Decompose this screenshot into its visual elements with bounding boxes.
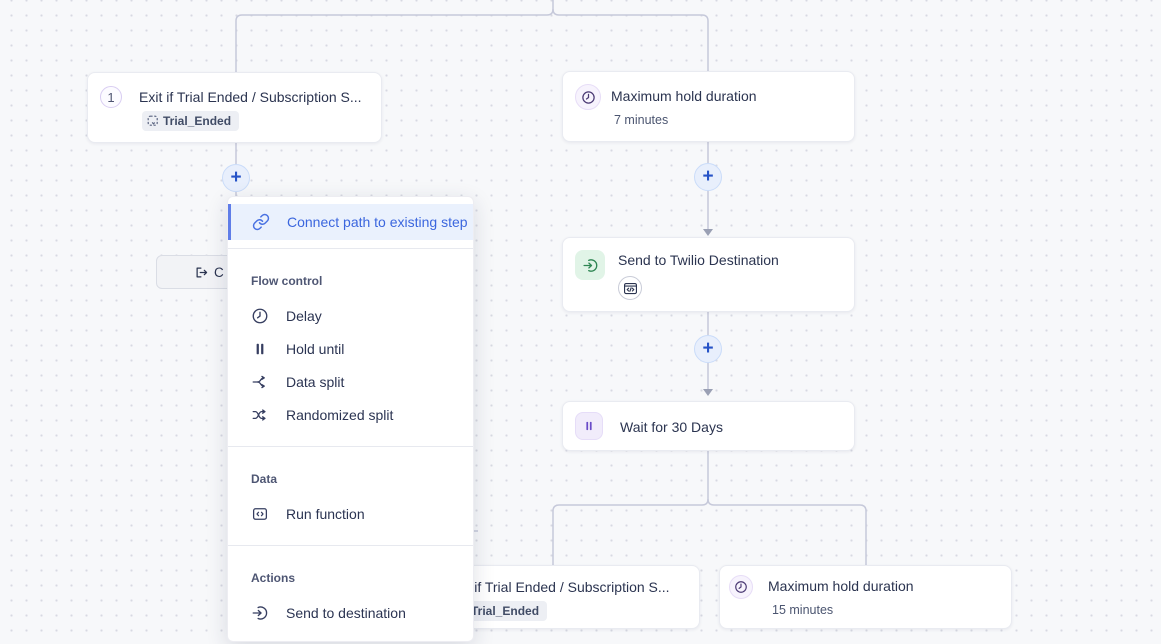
menu-item-label: Data split [286,373,345,390]
node-title: Maximum hold duration [611,88,757,104]
audience-tag: Trial_Ended [450,601,548,621]
node-max-hold-duration-top[interactable]: Maximum hold duration 7 minutes [562,71,855,142]
menu-item-label: Connect path to existing step [287,214,468,230]
clock-icon [251,307,269,325]
menu-section-actions: Actions [251,571,296,585]
tag-label: Trial_Ended [163,114,232,128]
audience-tag: Trial_Ended [142,111,240,131]
menu-item-label: Send to destination [286,604,406,621]
node-max-hold-duration-bottom[interactable]: Maximum hold duration 15 minutes [719,565,1012,629]
menu-item-connect-path[interactable]: Connect path to existing step [228,204,473,240]
menu-section-data: Data [251,472,278,486]
partial-exit-step-button[interactable]: C [156,255,238,289]
add-step-button-right-bottom[interactable]: + [694,335,722,363]
menu-divider [228,248,473,249]
step-number-badge: 1 [100,86,122,108]
link-icon [252,213,270,231]
node-title: Maximum hold duration [768,578,914,594]
menu-item-data-split[interactable]: Data split [228,365,473,398]
node-title: Exit if Trial Ended / Subscription S... [447,579,670,595]
pause-icon [251,340,269,358]
menu-item-run-function[interactable]: Run function [228,497,473,530]
node-subtitle: 7 minutes [614,113,669,127]
shuffle-icon [251,406,269,424]
node-title: Send to Twilio Destination [618,252,779,268]
menu-section-flow-control: Flow control [251,274,323,288]
code-window-icon [618,276,642,300]
data-split-icon [251,373,269,391]
add-step-menu: Connect path to existing step Flow contr… [227,196,474,642]
node-wait-for-30-days[interactable]: Wait for 30 Days [562,401,855,451]
add-step-button-right-top[interactable]: + [694,163,722,191]
node-send-to-twilio-destination[interactable]: Send to Twilio Destination [562,237,855,312]
menu-item-randomized-split[interactable]: Randomized split [228,398,473,431]
menu-divider [228,446,473,447]
menu-item-label: Run function [286,505,365,522]
exit-icon [194,265,209,280]
pause-icon [575,412,603,440]
menu-item-label: Hold until [286,340,345,357]
node-subtitle: 15 minutes [772,603,834,617]
add-step-button-left[interactable]: + [222,164,250,192]
send-to-destination-icon [575,250,605,280]
node-title: Exit if Trial Ended / Subscription S... [139,89,362,105]
clock-icon [575,84,601,110]
clock-icon [729,575,753,599]
node-exit-trial-ended-top[interactable]: 1 Exit if Trial Ended / Subscription S..… [87,72,382,143]
menu-item-hold-until[interactable]: Hold until [228,332,473,365]
menu-item-delay[interactable]: Delay [228,299,473,332]
audience-icon [147,115,159,127]
menu-divider [228,545,473,546]
partial-button-label: C [214,264,224,280]
tag-label: Trial_Ended [471,604,540,618]
menu-item-label: Randomized split [286,406,394,423]
menu-item-send-to-destination[interactable]: Send to destination [228,596,473,629]
menu-item-label: Delay [286,307,322,324]
node-title: Wait for 30 Days [620,419,723,435]
send-to-destination-icon [251,604,269,622]
code-icon [251,505,269,523]
